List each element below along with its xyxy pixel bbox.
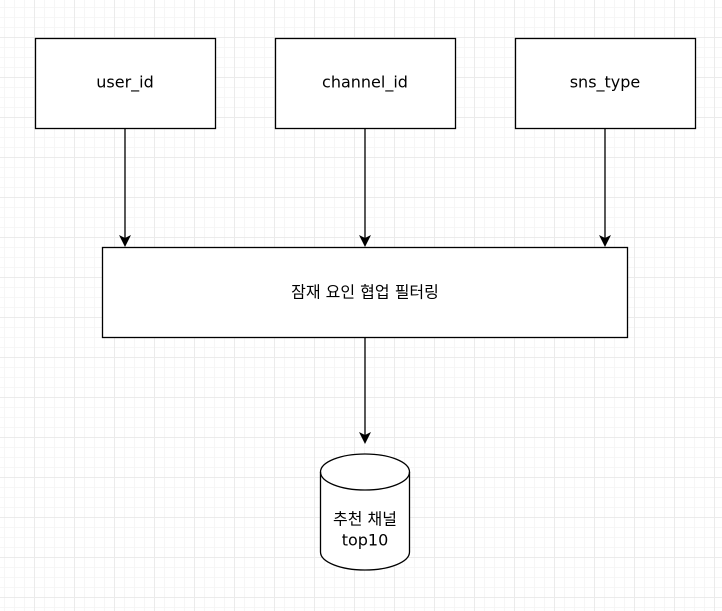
node-user-id-label: user_id	[96, 73, 154, 93]
node-channel-id[interactable]: channel_id	[274, 37, 457, 130]
node-sns-type[interactable]: sns_type	[514, 37, 697, 130]
node-output-label-line1: 추천 채널	[333, 510, 397, 529]
node-output-label-line2: top10	[342, 531, 389, 550]
node-output-cylinder[interactable]: 추천 채널 top10	[319, 453, 411, 571]
node-filter[interactable]: 잠재 요인 협업 필터링	[101, 246, 629, 339]
node-channel-id-label: channel_id	[322, 73, 408, 93]
node-sns-type-label: sns_type	[570, 73, 641, 93]
node-filter-label: 잠재 요인 협업 필터링	[291, 283, 439, 302]
node-user-id[interactable]: user_id	[34, 37, 217, 130]
edges	[119, 128, 611, 444]
